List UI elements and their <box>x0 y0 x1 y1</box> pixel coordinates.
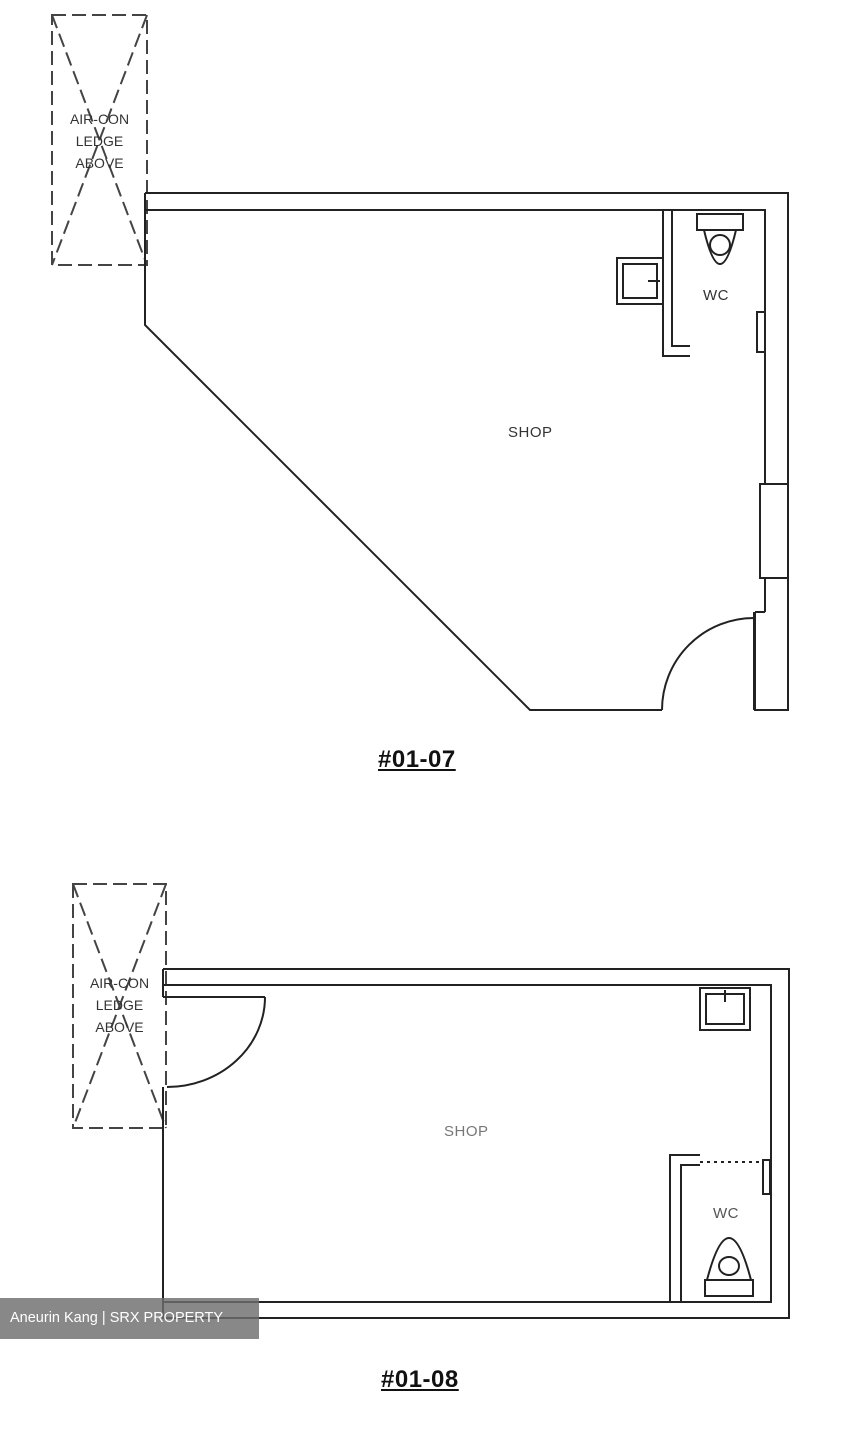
wc-label-01-07: WC <box>703 287 729 304</box>
ledge-line-1: AIR-CON <box>89 975 150 991</box>
unit-title-01-08: #01-08 <box>381 1366 459 1393</box>
shop-label-01-08: SHOP <box>444 1123 489 1140</box>
wc-label-01-08: WC <box>713 1205 739 1222</box>
ledge-line-3: ABOVE <box>75 155 124 171</box>
ledge-line-1: AIR-CON <box>69 111 130 127</box>
sink-01-08 <box>699 987 751 1031</box>
sink-01-07 <box>616 257 664 305</box>
window-01-07 <box>759 483 789 579</box>
ledge-line-2: LEDGE <box>95 997 144 1013</box>
door-01-08 <box>166 996 266 1088</box>
shop-label-01-07: SHOP <box>508 424 553 441</box>
wc-wall-01-08 <box>669 1154 700 1302</box>
ledge-line-3: ABOVE <box>95 1019 144 1035</box>
unit-title-01-07: #01-07 <box>378 746 456 773</box>
aircon-ledge-01-07 <box>51 14 148 266</box>
aircon-ledge-label-01-08: AIR-CON LEDGE ABOVE <box>73 972 166 1038</box>
toilet-01-08 <box>704 1279 754 1297</box>
aircon-ledge-label-01-07: AIR-CON LEDGE ABOVE <box>52 108 147 174</box>
aircon-ledge-01-08 <box>72 883 167 1129</box>
outer-wall-01-08 <box>162 968 790 1319</box>
watermark-banner: Aneurin Kang | SRX PROPERTY <box>0 1298 259 1339</box>
door-01-07 <box>661 617 755 711</box>
toilet-01-07 <box>696 213 744 231</box>
ledge-line-2: LEDGE <box>75 133 124 149</box>
